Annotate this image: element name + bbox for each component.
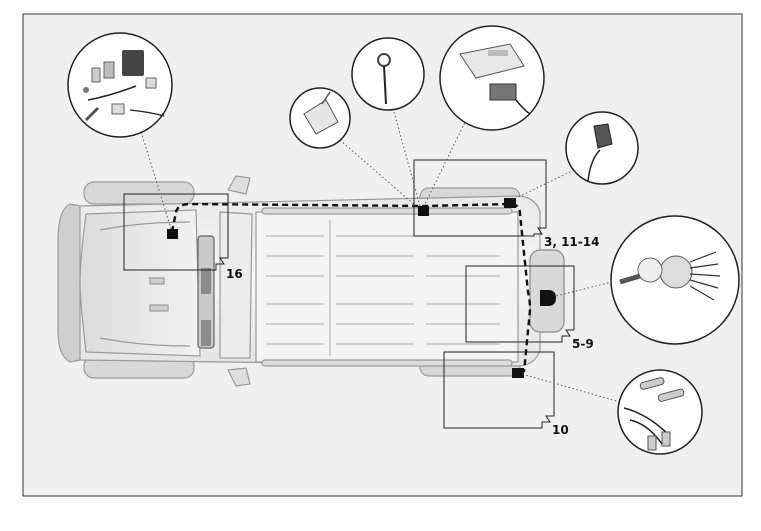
zone-label-10: 10 xyxy=(552,423,569,437)
mirror-top xyxy=(227,175,251,195)
fuse-holder-icon xyxy=(122,50,144,76)
connection-point-ground xyxy=(504,198,516,208)
zone-label-3-11-14: 3, 11-14 xyxy=(544,235,599,249)
detail-circle-trailer-socket xyxy=(610,215,740,345)
zone-box-16 xyxy=(123,193,229,271)
zone-box-10 xyxy=(443,351,555,429)
cowl-grille-1 xyxy=(201,268,211,294)
roof-rail-bottom xyxy=(261,359,513,367)
hood-crease-top xyxy=(99,221,191,231)
connection-point-fuse xyxy=(167,229,178,239)
hood-emblem xyxy=(149,277,165,285)
zone-label-16: 16 xyxy=(226,267,243,281)
detail-circle-fuse-kit xyxy=(67,32,173,138)
connection-point-module xyxy=(418,206,429,216)
detail-circle-ground-connector xyxy=(565,111,639,185)
trailer-socket-marker xyxy=(540,290,556,306)
trailer-socket-icon xyxy=(659,255,693,289)
zone-box-3-11-14 xyxy=(413,159,547,237)
mirror-bottom xyxy=(227,367,251,387)
zone-boxes xyxy=(123,159,575,429)
vehicle-top-view xyxy=(57,175,565,387)
detail-circle-control-module xyxy=(439,25,545,131)
windshield xyxy=(219,211,253,359)
detail-circle-connector xyxy=(289,87,351,149)
connection-point-rear xyxy=(512,368,524,378)
butt-connector-icon-2 xyxy=(657,388,685,402)
detail-circle-ring-terminal xyxy=(351,37,425,111)
detail-circle-butt-connectors xyxy=(617,369,703,455)
hood-vent xyxy=(149,304,169,312)
hood xyxy=(79,209,201,357)
wiring-harness-route xyxy=(170,202,532,373)
leader-lines xyxy=(139,111,621,403)
connector-plug-icon xyxy=(303,99,339,135)
zone-label-5-9: 5-9 xyxy=(572,337,594,351)
roof xyxy=(255,211,519,363)
roof-rail-top xyxy=(261,207,513,215)
ground-plug-icon xyxy=(593,123,613,149)
butt-connector-icon-1 xyxy=(639,377,665,390)
module-plug-icon xyxy=(489,83,517,101)
fender-front-top xyxy=(83,181,195,205)
cowl-grille-2 xyxy=(201,320,211,346)
front-bumper xyxy=(57,203,81,363)
zone-box-5-9 xyxy=(465,265,575,343)
hood-crease-bottom xyxy=(99,337,191,347)
